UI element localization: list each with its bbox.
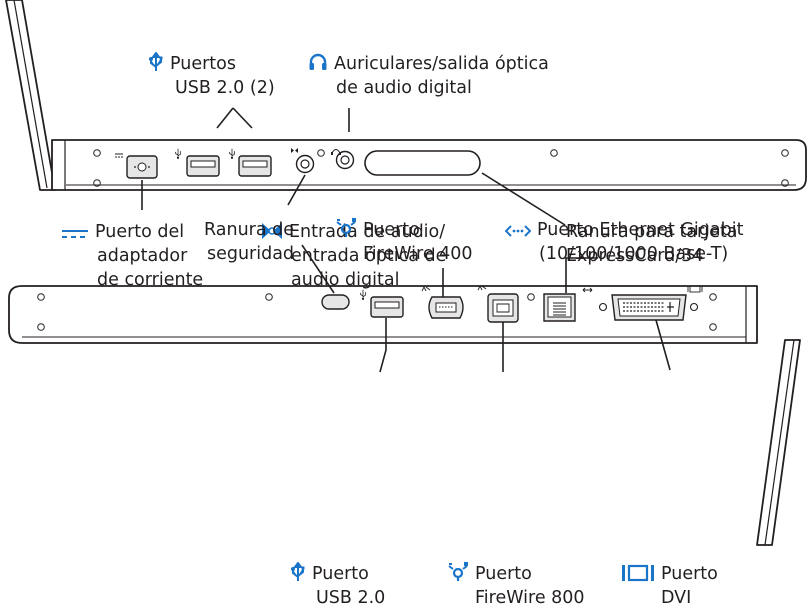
top-power-port [115, 153, 158, 179]
dc-power-icon [62, 230, 88, 238]
label-usb-ports: Puertos USB 2.0 (2) [148, 52, 275, 100]
headphones-icon [309, 53, 327, 70]
label-firewire800: Puerto FireWire 800 [447, 562, 585, 610]
top-usb-port-2 [238, 155, 272, 177]
top-expresscard-slot [364, 150, 481, 176]
label-ethernet: Puerto Ethernet Gigabit (10/100/1000 Bas… [505, 218, 743, 266]
firewire-icon [448, 562, 468, 581]
firewire-icon [336, 218, 356, 237]
bottom-usb-port [370, 296, 404, 318]
usb-icon [149, 52, 163, 71]
bottom-firewire800-port [477, 284, 519, 323]
label-audio-in: Entrada de audio/ entrada óptica de audi… [261, 220, 446, 292]
bottom-display-lid [756, 339, 801, 546]
usb-icon [291, 562, 305, 581]
top-leader-lines [141, 107, 566, 226]
audio-in-icon [262, 223, 282, 239]
bottom-leader-lines [301, 244, 671, 373]
label-headphones: Auriculares/salida óptica de audio digit… [308, 52, 549, 100]
top-laptop-side [5, 0, 807, 191]
bottom-security-slot [321, 294, 350, 310]
label-firewire400: Puerto FireWire 400 [335, 218, 473, 266]
label-expresscard: Ranura para tarjeta ExpressCard/34 [566, 222, 738, 266]
top-usb-port-1 [186, 155, 220, 177]
ethernet-icon [505, 225, 531, 237]
label-usb-port: Puerto USB 2.0 [290, 562, 385, 610]
bottom-dvi-port [598, 285, 703, 321]
label-dvi: Puerto DVI [621, 562, 718, 610]
label-security-slot: Ranura de seguridad [204, 220, 295, 264]
top-headphone-port [331, 149, 355, 170]
bottom-firewire400-port [421, 285, 464, 319]
bottom-laptop-side [8, 284, 801, 546]
top-audio-in-port [291, 148, 315, 174]
dvi-icon [622, 564, 654, 582]
label-power-adapter: Puerto del adaptador de corriente [61, 220, 203, 292]
bottom-ethernet-port [527, 287, 593, 322]
